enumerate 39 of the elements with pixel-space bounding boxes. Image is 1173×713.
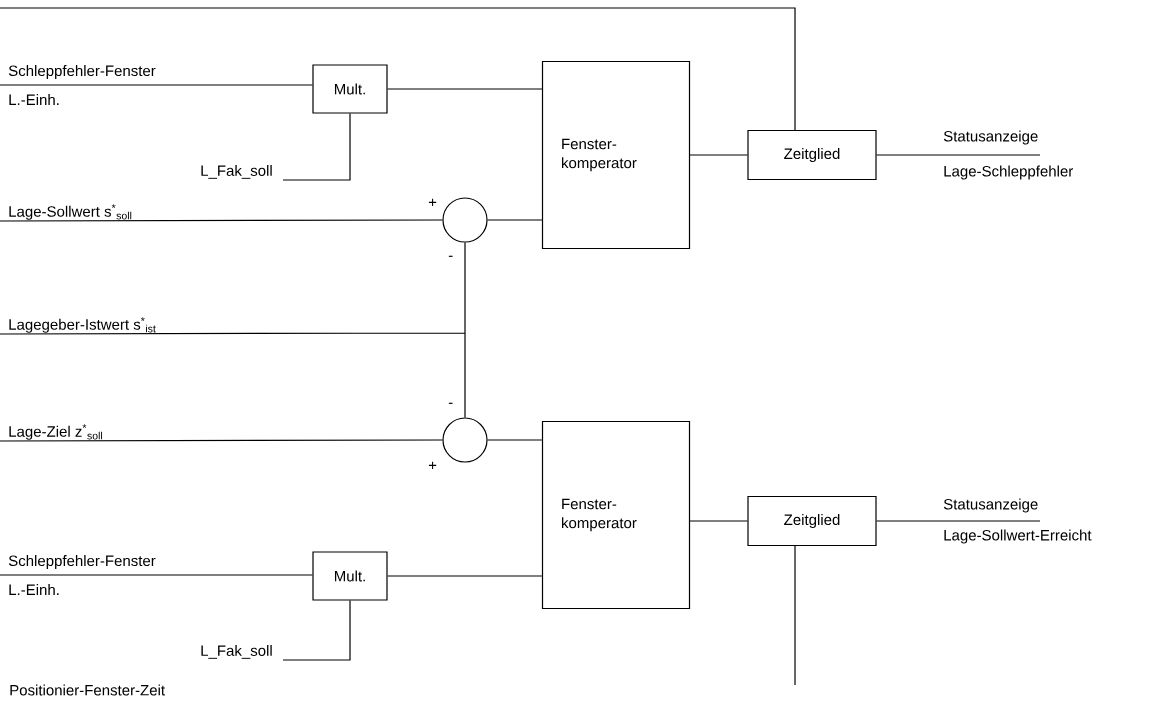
signal-line (0, 574, 313, 576)
summing-junction (442, 197, 488, 243)
signal-label: Lage-Sollwert s$^{*}$soll (9, 204, 132, 220)
signal-line (689, 154, 748, 156)
signal-line (876, 154, 1041, 156)
signal-line (689, 520, 748, 522)
signal-label: Lage-Ziel z$^{*}$soll (9, 424, 103, 440)
signal-line (387, 88, 543, 90)
signal-line (794, 545, 796, 686)
signal-line (282, 600, 351, 661)
comparator-box: Fenster- komperator (541, 60, 691, 250)
signal-label: Lagegeber-Istwert s$^{*}$ist (9, 317, 156, 333)
note-label: Positionier-Fenster-Zeit (10, 684, 165, 696)
signal-line (876, 520, 1041, 522)
multiplier-box: Mult. (312, 551, 388, 601)
signal-label: Schleppfehler-Fenster L.-Einh. (8, 65, 156, 105)
signal-label: Schleppfehler-Fenster L.-Einh. (8, 555, 156, 595)
comparator-box: Fenster- komperator (541, 420, 691, 610)
signal-line (487, 439, 543, 441)
signal-line (387, 575, 543, 577)
sign-label: + (428, 461, 437, 469)
timer-box: Zeitglied (747, 129, 877, 181)
signal-line (0, 84, 313, 86)
sign-label: + (428, 198, 437, 206)
status-label: Statusanzeige Lage-Schleppfehler (943, 130, 1073, 180)
signal-label: L_Fak_soll (201, 644, 272, 659)
signal-line (0, 439, 443, 442)
signal-line (487, 219, 543, 221)
signal-line (0, 219, 443, 222)
signal-line (0, 242, 466, 418)
timer-box: Zeitglied (747, 495, 877, 547)
summing-junction (442, 417, 488, 463)
multiplier-box: Mult. (312, 64, 388, 114)
signal-label: L_Fak_soll (201, 164, 272, 179)
status-label: Statusanzeige Lage-Sollwert-Erreicht (943, 498, 1092, 544)
signal-line (0, 7, 796, 131)
signal-line (282, 113, 351, 181)
sign-label: - (448, 402, 453, 404)
sign-label: - (448, 255, 453, 257)
